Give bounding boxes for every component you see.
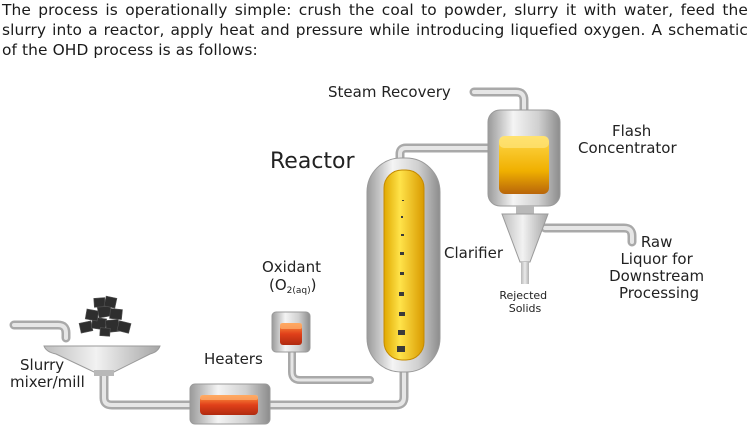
slurry-mixer-mill — [43, 345, 161, 376]
coal-pile-icon — [78, 295, 132, 337]
pipes — [9, 87, 637, 410]
slurry-mixer-label: Slurry mixer/mill — [10, 356, 85, 391]
reactor-label: Reactor — [270, 149, 355, 174]
intro-paragraph: The process is operationally simple: cru… — [2, 1, 748, 59]
diagram-labels: Steam Recovery Flash Concentrator Reacto… — [10, 83, 709, 391]
oxidant-unit — [271, 311, 311, 353]
heaters-label: Heaters — [204, 350, 263, 368]
rejected-solids-label: Rejected Solids — [499, 289, 550, 315]
heater-unit — [189, 383, 271, 425]
oxidant-pipe — [288, 346, 374, 384]
clarifier — [501, 206, 549, 284]
flash-concentrator — [487, 109, 561, 207]
steam-recovery-pipe — [469, 87, 529, 117]
raw-liquor-label: Raw Liquor for Downstream Processing — [609, 233, 709, 302]
oxidant-label: Oxidant — [262, 258, 321, 276]
clarifier-to-raw-pipe — [540, 223, 637, 247]
clarifier-label: Clarifier — [444, 244, 504, 262]
reactor-particles — [397, 200, 405, 352]
reactor-vessel — [366, 157, 441, 373]
mill-to-heater-pipe — [99, 367, 195, 410]
oxidant-formula: (O2(aq)) — [269, 276, 317, 296]
flash-concentrator-label: Flash Concentrator — [578, 122, 677, 157]
steam-recovery-label: Steam Recovery — [328, 83, 451, 101]
